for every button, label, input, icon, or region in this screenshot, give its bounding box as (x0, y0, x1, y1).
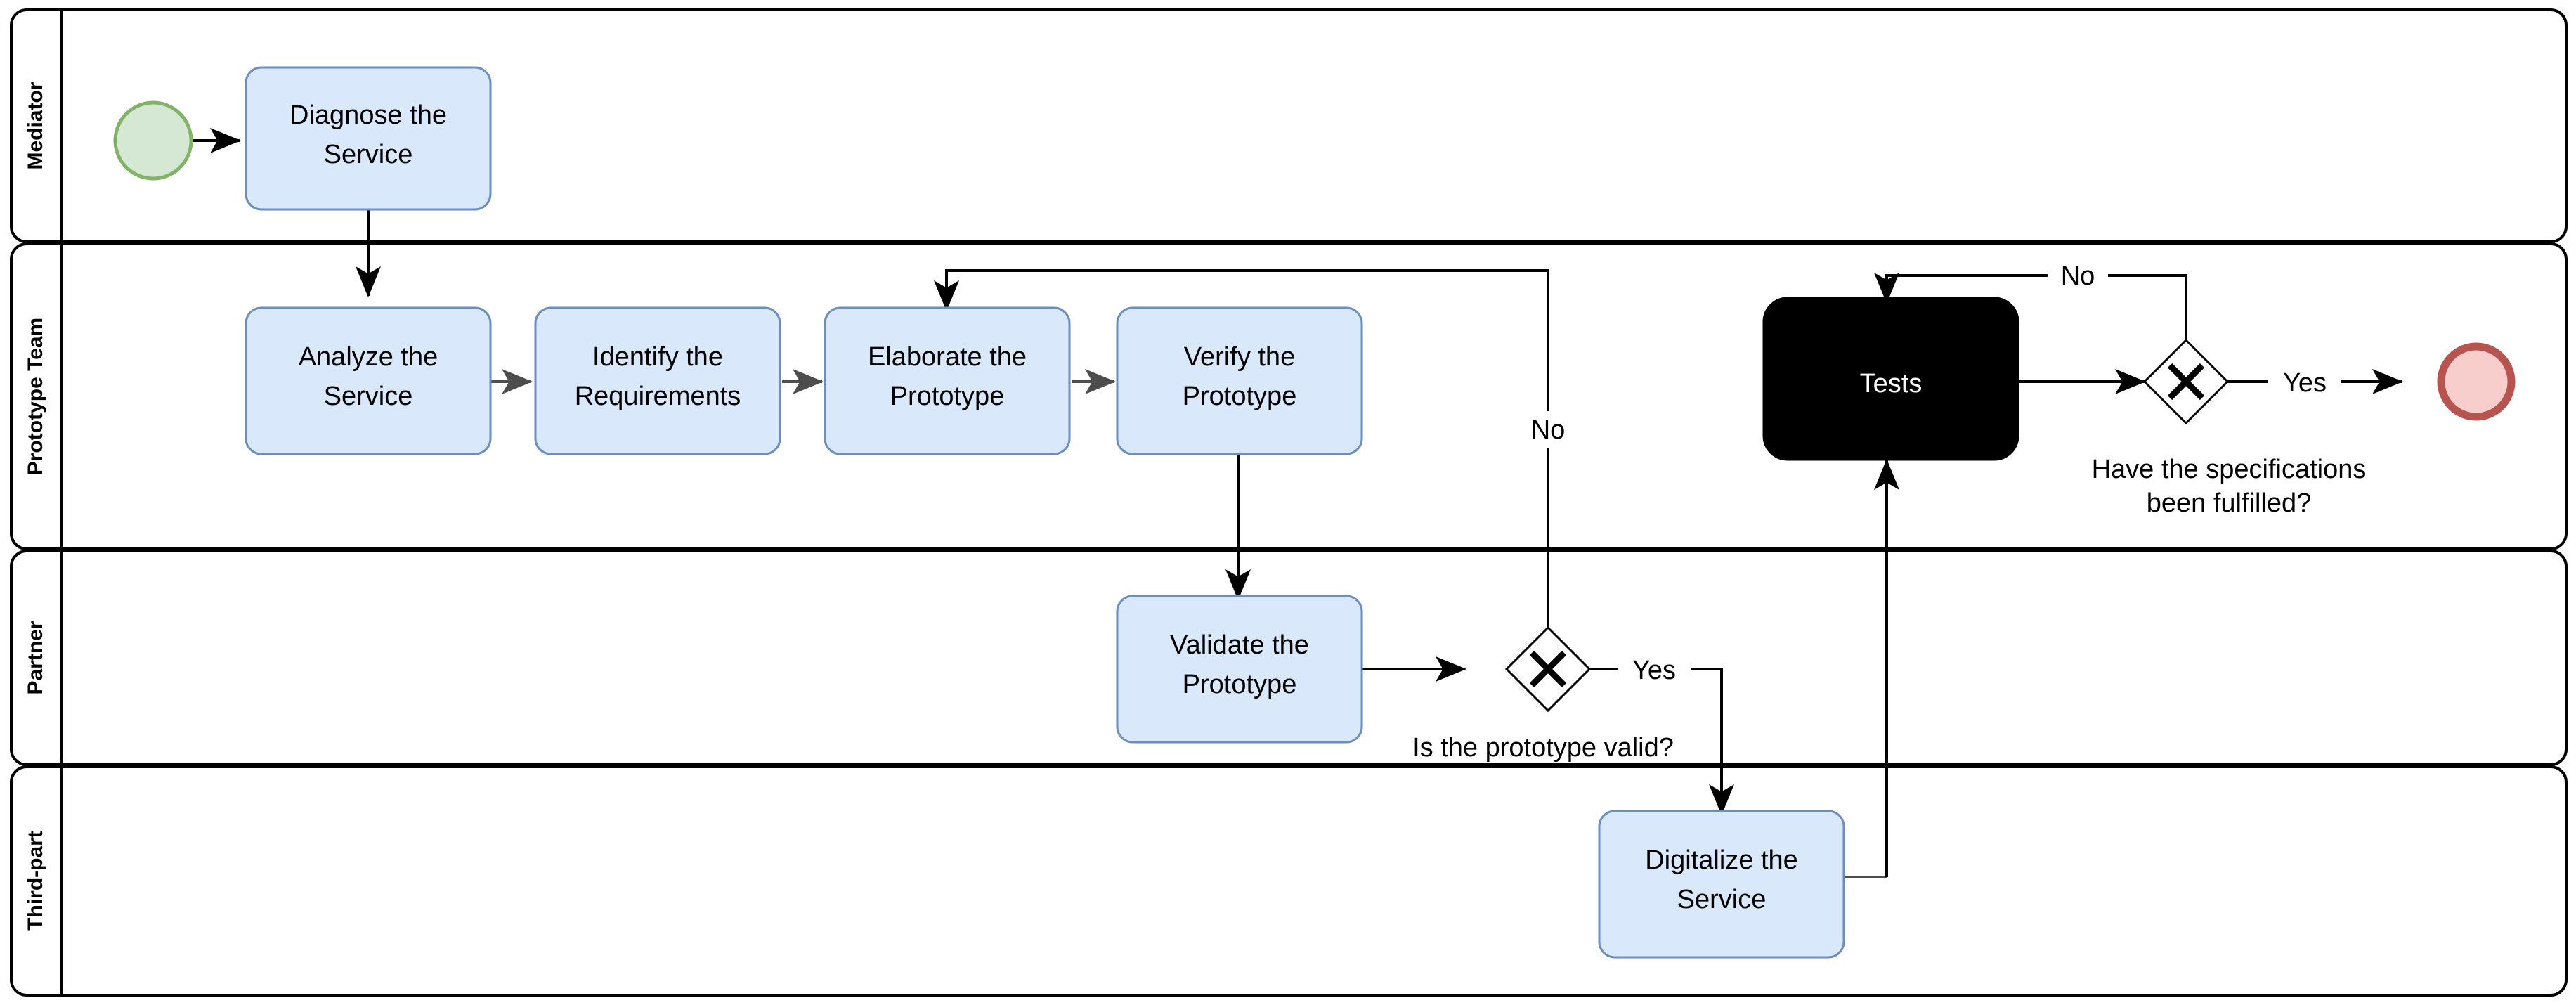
task-tests[interactable]: Tests (1762, 297, 2019, 461)
task-diagnose-the-service-line2: Service (324, 140, 413, 169)
end-event[interactable] (2437, 342, 2516, 421)
task-verify-the-prototype-line2: Prototype (1183, 382, 1297, 411)
task-identify-the-requirements-line1: Identify the (592, 342, 723, 372)
task-verify-the-prototype-shape[interactable] (1116, 306, 1363, 455)
lane-mediator-label: Mediator (24, 82, 47, 169)
task-elaborate-the-prototype-line1: Elaborate the (868, 342, 1027, 372)
exclusive-gateway-x-icon (2167, 363, 2205, 401)
task-validate-the-prototype-shape[interactable] (1116, 595, 1363, 744)
task-elaborate-the-prototype-shape[interactable] (824, 306, 1071, 455)
task-elaborate-the-prototype-line2: Prototype (890, 382, 1005, 411)
task-tests-shape[interactable] (1762, 297, 2019, 461)
task-validate-the-prototype[interactable]: Validate the Prototype (1116, 595, 1363, 744)
flow-gateway-valid-no-to-elaborate (934, 269, 1549, 630)
gateway-specs-question-line1: Have the specifications (2092, 455, 2367, 484)
edge-label-specs-yes: Yes (2283, 368, 2327, 398)
task-digitalize-the-service[interactable]: Digitalize the Service (1598, 810, 1845, 959)
task-validate-the-prototype-line1: Validate the (1170, 630, 1309, 660)
task-diagnose-the-service[interactable]: Diagnose the Service (245, 66, 492, 211)
task-verify-the-prototype-line1: Verify the (1184, 342, 1295, 372)
lane-third-part-frame (10, 765, 2568, 997)
edge-label-valid-no-backing (1518, 411, 1578, 448)
task-digitalize-the-service-line2: Service (1677, 885, 1767, 914)
task-identify-the-requirements-shape[interactable] (534, 306, 781, 455)
task-analyze-the-service-line2: Service (324, 382, 413, 411)
lane-prototype-team-label: Prototype Team (24, 318, 47, 476)
edge-label-valid-yes-backing (1618, 651, 1691, 688)
start-event[interactable] (113, 100, 193, 181)
task-tests-label: Tests (1860, 369, 1923, 398)
lane-mediator: Mediator (10, 8, 2568, 243)
task-identify-the-requirements-line2: Requirements (575, 382, 741, 411)
task-digitalize-the-service-shape[interactable] (1598, 810, 1845, 959)
lane-partner-label: Partner (24, 621, 47, 694)
task-diagnose-the-service-line1: Diagnose the (290, 100, 447, 130)
task-elaborate-the-prototype[interactable]: Elaborate the Prototype (824, 306, 1071, 455)
task-diagnose-the-service-shape[interactable] (245, 66, 492, 211)
flow-gateway-specs-no-to-tests (1874, 273, 2187, 343)
lane-third-part: Third-part (10, 765, 2568, 997)
task-verify-the-prototype[interactable]: Verify the Prototype (1116, 306, 1363, 455)
gateway-is-the-prototype-valid-label: Is the prototype valid? (1412, 733, 1674, 763)
task-analyze-the-service[interactable]: Analyze the Service (245, 306, 492, 455)
task-identify-the-requirements[interactable]: Identify the Requirements (534, 306, 781, 455)
edge-label-specs-yes-backing (2268, 364, 2341, 401)
task-digitalize-the-service-line1: Digitalize the (1645, 845, 1798, 875)
lane-mediator-frame (10, 8, 2568, 243)
edge-label-valid-no: No (1531, 415, 1566, 445)
exclusive-gateway-x-icon (1529, 650, 1567, 688)
task-analyze-the-service-shape[interactable] (245, 306, 492, 455)
edge-label-specs-no: No (2061, 261, 2095, 291)
task-analyze-the-service-line1: Analyze the (299, 342, 438, 372)
gateway-have-the-specifications-been-fulfilled[interactable]: Have the specifications been fulfilled? (2092, 338, 2367, 518)
gateway-specs-question-line2: been fulfilled? (2147, 488, 2312, 518)
gateway-is-the-prototype-valid[interactable]: Is the prototype valid? (1412, 625, 1674, 763)
lane-third-part-label: Third-part (24, 831, 47, 931)
task-validate-the-prototype-line2: Prototype (1183, 670, 1297, 699)
edge-label-specs-no-backing (2048, 257, 2108, 294)
edge-label-valid-yes: Yes (1632, 656, 1676, 685)
